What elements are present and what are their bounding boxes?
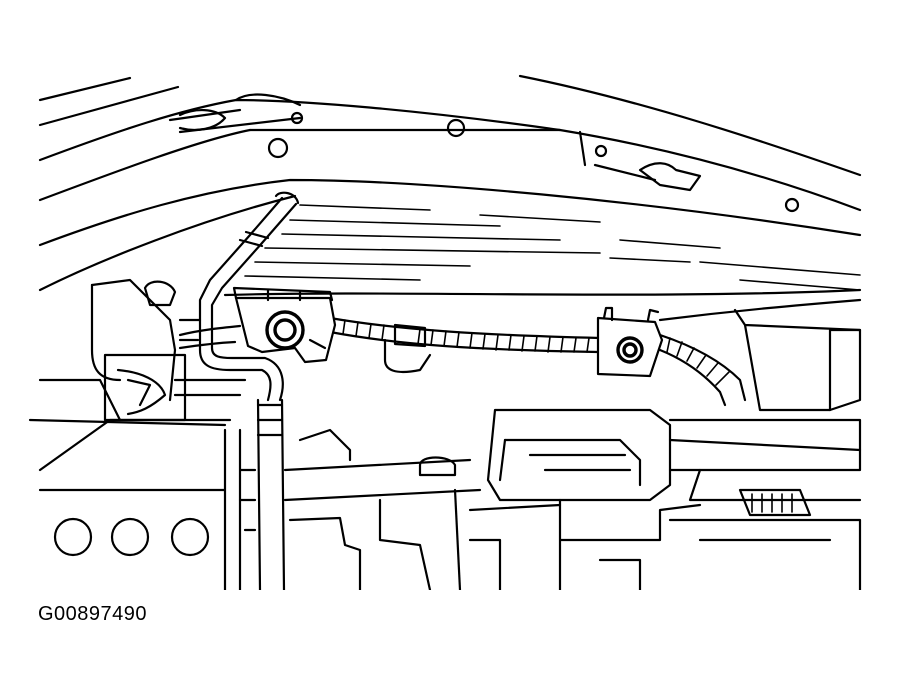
round-port-icon [110,517,150,557]
hood-hole-icon [784,197,800,213]
fuel-injector-port-icon [616,336,644,364]
hood-panel [38,74,862,292]
vertical-hose [256,398,286,590]
connector-bracket-right [596,306,664,378]
fuel-injector-port-icon [265,310,305,350]
engine-lower [28,418,482,590]
fuel-injector-port-inner-icon [273,318,297,342]
hood-bolt-icon [267,137,289,159]
round-port-icon [170,517,210,557]
hood-underside-hatching [244,204,861,291]
figure-id-label: G00897490 [38,603,148,625]
round-port-icon [53,517,93,557]
left-bracket [38,278,247,472]
intake-box [468,408,862,590]
fuel-injector-port-inner-icon [622,342,638,358]
cowl-panel [223,288,862,412]
washer-hose [198,191,300,402]
hood-hole-icon [446,118,466,138]
connector-bracket-left [232,286,337,364]
hood-hole-icon [290,111,304,125]
wiring-harness [178,316,747,407]
engine-bay-illustration [28,74,862,590]
hood-hole-icon [594,144,608,158]
